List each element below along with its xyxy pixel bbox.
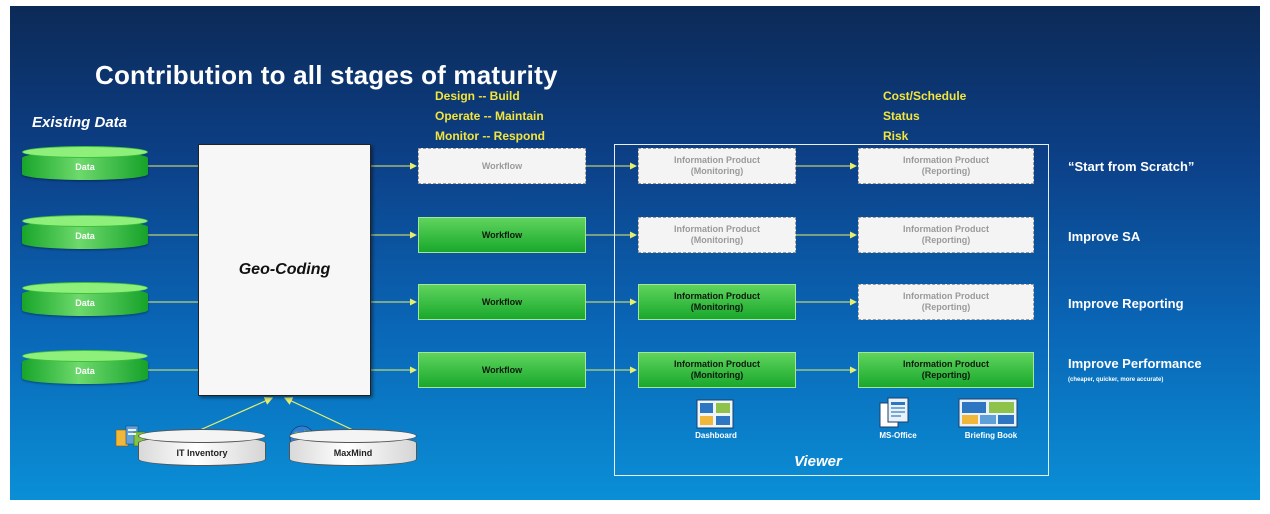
reporting-topic: Cost/Schedule [883,89,967,103]
data-cylinder-1: Data [22,146,148,186]
source-label: MaxMind [333,448,373,458]
it-inventory-cylinder: IT Inventory [138,429,266,473]
reporting-product-1: Information Product (Reporting) [858,148,1034,184]
lifecycle-stage: Operate -- Maintain [435,109,544,123]
workflow-box-4: Workflow [418,352,586,388]
workflow-box-3: Workflow [418,284,586,320]
workflow-label: Workflow [481,229,523,240]
product-title: Information Product [903,224,989,234]
lifecycle-stage: Monitor -- Respond [435,129,545,143]
outcome-label-3: Improve Reporting [1068,296,1184,311]
product-subtitle: (Monitoring) [690,370,744,380]
data-cylinder-4: Data [22,350,148,390]
workflow-box-1: Workflow [418,148,586,184]
product-subtitle: (Monitoring) [690,302,744,312]
product-subtitle: (Monitoring) [690,166,744,176]
product-title: Information Product [674,155,760,165]
product-title: Information Product [903,291,989,301]
app-label-briefing-book: Briefing Book [964,431,1018,440]
monitoring-product-1: Information Product (Monitoring) [638,148,796,184]
product-subtitle: (Reporting) [921,235,971,245]
slide: Contribution to all stages of maturity E… [10,6,1260,500]
reporting-topics: Cost/Schedule Status Risk [883,86,966,146]
lifecycle-stage: Design -- Build [435,89,520,103]
data-label: Data [75,366,95,376]
data-cylinder-2: Data [22,215,148,255]
product-subtitle: (Reporting) [921,370,971,380]
briefing-book-icon [958,398,1018,428]
monitoring-product-3: Information Product (Monitoring) [638,284,796,320]
monitoring-product-4: Information Product (Monitoring) [638,352,796,388]
lifecycle-stages: Design -- Build Operate -- Maintain Moni… [435,86,545,146]
app-label-ms-office: MS-Office [879,431,917,440]
app-label-dashboard: Dashboard [695,431,737,440]
workflow-label: Workflow [481,296,523,307]
connector-inventory-geo [199,397,274,431]
workflow-label: Workflow [481,364,523,375]
connector-layer [148,162,857,431]
viewer-frame [614,144,1049,476]
product-title: Information Product [674,224,760,234]
data-cylinder-3: Data [22,282,148,322]
maxmind-cylinder: MaxMind [289,429,417,473]
product-subtitle: (Monitoring) [690,235,744,245]
product-title: Information Product [903,155,989,165]
data-label: Data [75,298,95,308]
product-title: Information Product [674,359,760,369]
outcome-label-1: “Start from Scratch” [1068,159,1195,174]
connector-maxmind-geo [283,397,354,431]
product-subtitle: (Reporting) [921,302,971,312]
slide-title: Contribution to all stages of maturity [95,60,558,90]
product-subtitle: (Reporting) [921,166,971,176]
reporting-product-2: Information Product (Reporting) [858,217,1034,253]
reporting-product-4: Information Product (Reporting) [858,352,1034,388]
reporting-product-3: Information Product (Reporting) [858,284,1034,320]
workflow-label: Workflow [481,160,523,171]
outcome-label-4: Improve Performance [1068,356,1202,371]
geocoding-label: Geo-Coding [238,261,331,278]
existing-data-label: Existing Data [32,114,128,131]
outcome-sublabel: (cheaper, quicker, more accurate) [1068,377,1164,383]
geocoding-box: Geo-Coding [198,144,371,396]
data-label: Data [75,162,95,172]
source-label: IT Inventory [176,448,228,458]
viewer-label: Viewer [794,453,842,470]
outcome-label-2: Improve SA [1068,229,1141,244]
dashboard-icon [696,399,734,429]
data-label: Data [75,231,95,241]
reporting-topic: Status [883,109,920,123]
product-title: Information Product [903,359,989,369]
server-stack-icon [114,420,148,450]
workflow-box-2: Workflow [418,217,586,253]
product-title: Information Product [674,291,760,301]
reporting-topic: Risk [883,129,909,143]
document-stack-icon [878,395,912,429]
monitoring-product-2: Information Product (Monitoring) [638,217,796,253]
